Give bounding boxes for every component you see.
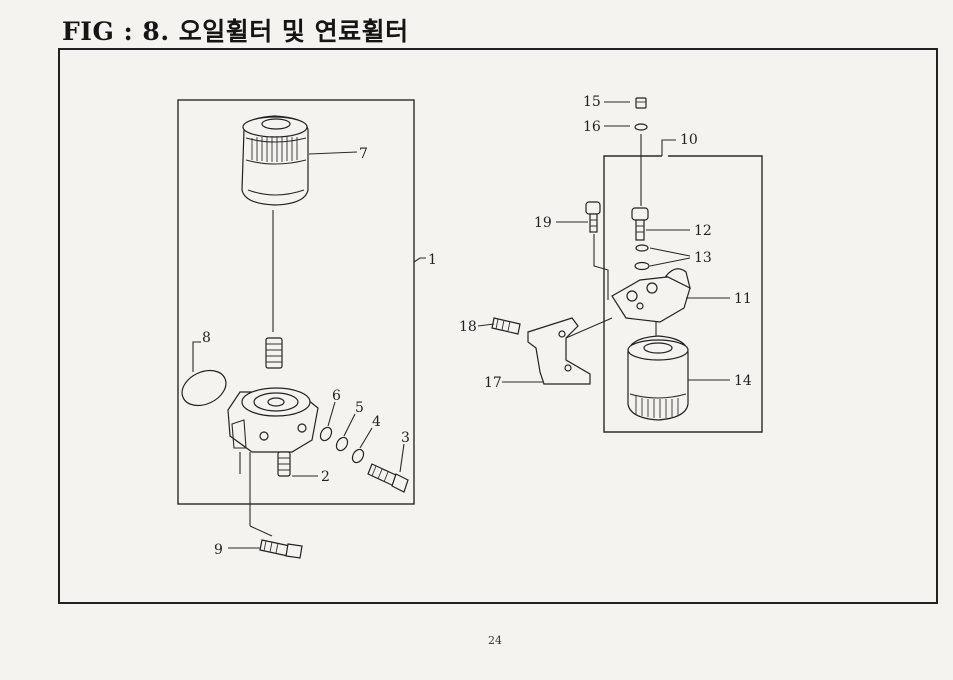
fuel-filter-cartridge[interactable] <box>627 335 689 421</box>
callout-16: 16 <box>583 119 601 135</box>
callout-4: 4 <box>372 414 381 430</box>
o-ring-small-6[interactable] <box>318 425 334 442</box>
filter-bracket[interactable] <box>527 317 591 385</box>
oil-filter-head[interactable] <box>227 387 319 520</box>
callout-9: 9 <box>214 542 223 558</box>
callout-5: 5 <box>355 400 364 416</box>
figure-title: FIG : 8. 오일휠터 및 연료휠터 <box>62 17 409 46</box>
callout-3: 3 <box>401 430 410 446</box>
callout-11: 11 <box>734 291 752 307</box>
page-number: 24 <box>488 634 502 647</box>
callout-10: 10 <box>680 132 698 148</box>
callout-12: 12 <box>694 223 712 239</box>
callout-6: 6 <box>332 388 341 404</box>
callout-18: 18 <box>459 319 477 335</box>
gasket[interactable] <box>176 364 231 412</box>
callout-15: 15 <box>583 94 601 110</box>
mounting-bolt[interactable] <box>259 539 303 559</box>
washer-top[interactable] <box>634 123 648 131</box>
relief-spring[interactable] <box>265 337 283 369</box>
callout-19: 19 <box>534 215 552 231</box>
callout-13: 13 <box>694 250 712 266</box>
oil-filter-assembly-box <box>177 99 415 505</box>
oil-filter-cartridge[interactable] <box>241 115 309 206</box>
callout-7: 7 <box>359 146 368 162</box>
callout-1: 1 <box>428 252 437 268</box>
o-ring-small-5[interactable] <box>334 435 350 452</box>
diagram-frame <box>58 48 938 604</box>
drain-plug[interactable] <box>277 451 291 477</box>
o-ring-13b[interactable] <box>634 261 650 271</box>
air-vent-screw[interactable] <box>635 97 647 109</box>
callout-14: 14 <box>734 373 752 389</box>
bracket-bolt[interactable] <box>585 201 601 233</box>
filter-bolt[interactable] <box>631 207 649 241</box>
callout-8: 8 <box>202 330 211 346</box>
callout-17: 17 <box>484 375 502 391</box>
o-ring-13a[interactable] <box>635 244 649 252</box>
stud-bolt[interactable] <box>491 317 521 335</box>
o-ring-small-4[interactable] <box>350 447 366 464</box>
callout-2: 2 <box>321 469 330 485</box>
fuel-filter-head[interactable] <box>611 268 691 323</box>
fuel-filter-assembly-box <box>603 155 763 433</box>
union-bolt[interactable] <box>367 463 409 493</box>
